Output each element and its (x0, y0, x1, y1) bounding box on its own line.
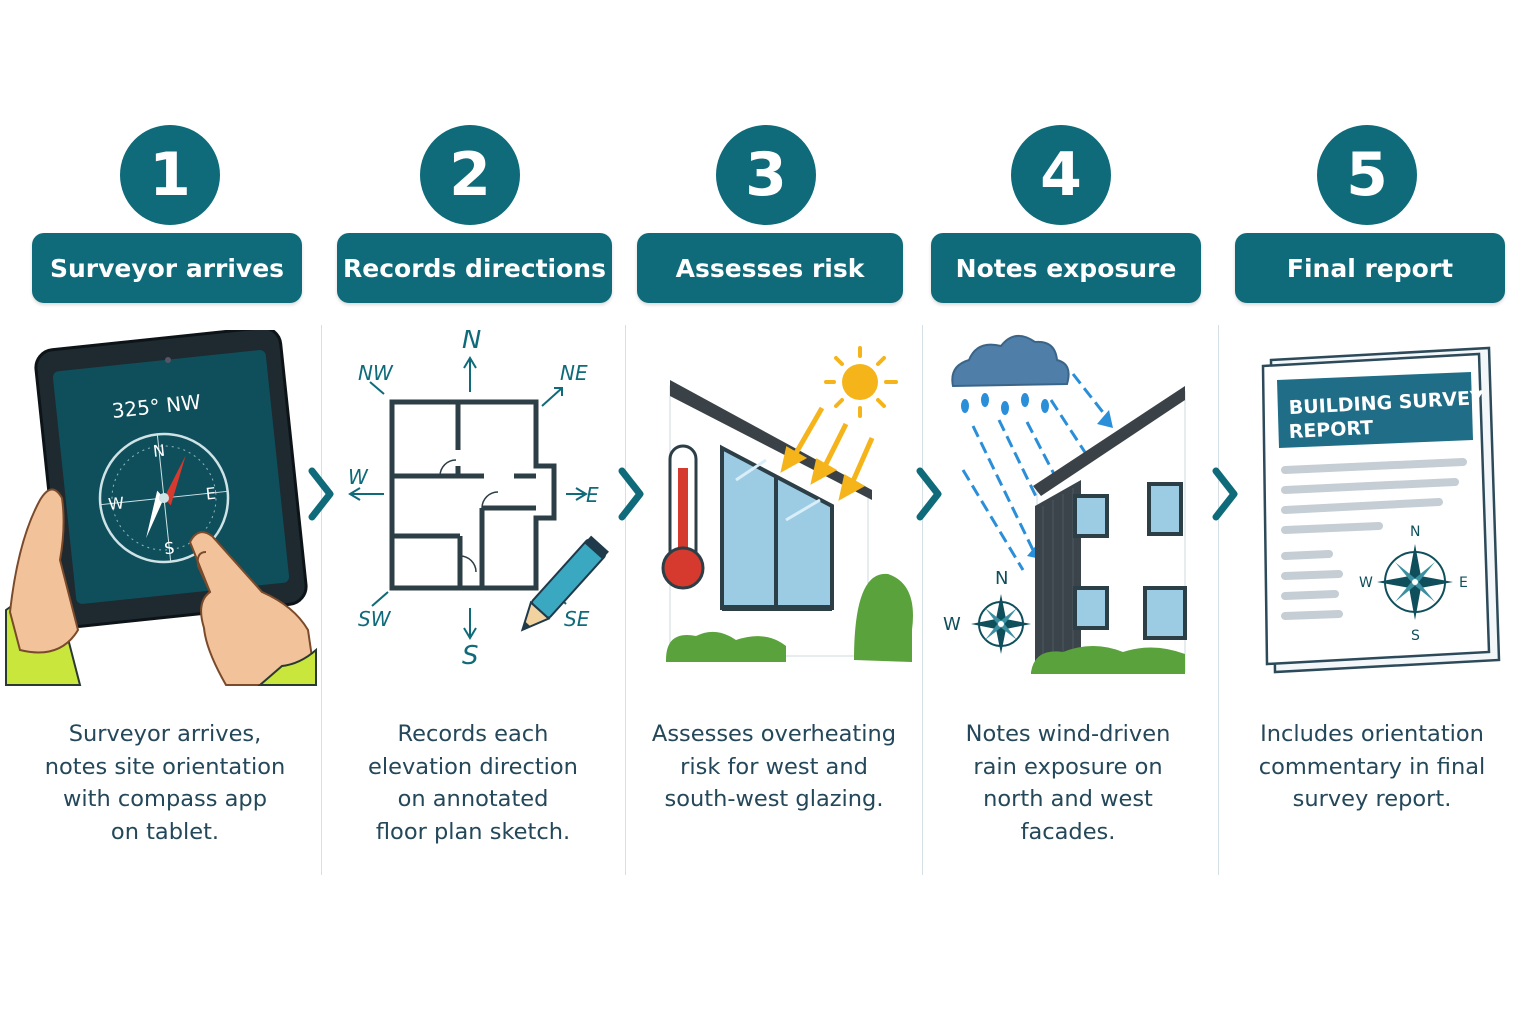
step-1-number: 1 (120, 125, 220, 225)
cloud-icon (951, 335, 1070, 388)
step-divider (1218, 325, 1219, 875)
direction-label-nw: NW (358, 361, 394, 385)
direction-label-ne: NE (560, 361, 588, 385)
direction-label-sw: SW (358, 607, 392, 631)
pencil-icon (520, 535, 609, 632)
step-3: 3 Assesses risk (626, 0, 922, 1024)
step-5-title: Final report (1235, 233, 1505, 303)
step-1-title: Surveyor arrives (32, 233, 302, 303)
step-2-number: 2 (420, 125, 520, 225)
step-1-description: Surveyor arrives, notes site orientation… (44, 721, 286, 845)
step-divider (625, 325, 626, 875)
direction-label-s: S (462, 641, 479, 671)
compass-label-n: N (152, 441, 166, 461)
compass-label-w: W (943, 614, 961, 635)
compass-rose-icon: N W (943, 568, 1031, 654)
step-1: 1 Surveyor arrives 325° NW N E S (0, 0, 320, 1024)
step-3-title: Assesses risk (637, 233, 903, 303)
tablet-compass-illustration: 325° NW N E S W (0, 326, 320, 690)
overheating-risk-illustration (626, 330, 922, 670)
direction-label-n: N (462, 330, 481, 355)
step-2: 2 Records directions N NW NE W E SW SE S (322, 0, 624, 1024)
compass-icon: N E S W (98, 432, 230, 564)
step-4-description: Notes wind-driven rain exposure on north… (965, 721, 1171, 845)
step-3-number: 3 (716, 125, 816, 225)
floor-plan-icon (389, 399, 557, 591)
compass-label-s: S (1411, 628, 1420, 644)
thermometer-icon (661, 444, 705, 590)
compass-label-s: S (163, 538, 175, 558)
floor-plan-illustration: N NW NE W E SW SE S (322, 325, 624, 680)
survey-report-illustration: BUILDING SURVEY REPORT N E (1219, 330, 1519, 680)
direction-label-se: SE (564, 607, 590, 631)
compass-label-n: N (995, 568, 1008, 589)
chevron-right-icon (1212, 467, 1238, 521)
chevron-right-icon (916, 467, 942, 521)
compass-rose-icon: N E S W (1359, 524, 1468, 644)
step-5-description: Includes orientation commentary in final… (1258, 721, 1486, 812)
step-4: 4 Notes exposure (923, 0, 1217, 1024)
step-5: 5 Final report BUILDING SURVEY REPORT (1219, 0, 1536, 1024)
direction-label-e: E (586, 483, 599, 507)
rain-exposure-illustration: N W (923, 330, 1217, 680)
chevron-right-icon (618, 467, 644, 521)
step-4-title: Notes exposure (931, 233, 1201, 303)
step-divider (321, 325, 322, 875)
rain-icon (961, 393, 1049, 415)
compass-label-w: W (107, 493, 125, 514)
step-5-number: 5 (1317, 125, 1417, 225)
compass-label-e: E (205, 484, 217, 504)
direction-label-w: W (348, 465, 369, 489)
step-3-description: Assesses overheating risk for west and s… (651, 721, 897, 812)
compass-label-w: W (1359, 575, 1373, 591)
chevron-right-icon (308, 467, 334, 521)
compass-label-n: N (1410, 524, 1420, 540)
sun-icon (824, 346, 898, 418)
step-divider (922, 325, 923, 875)
compass-label-e: E (1459, 575, 1468, 591)
step-2-title: Records directions (337, 233, 612, 303)
step-2-description: Records each elevation direction on anno… (368, 721, 578, 845)
step-4-number: 4 (1011, 125, 1111, 225)
report-title-line2: REPORT (1288, 417, 1373, 443)
